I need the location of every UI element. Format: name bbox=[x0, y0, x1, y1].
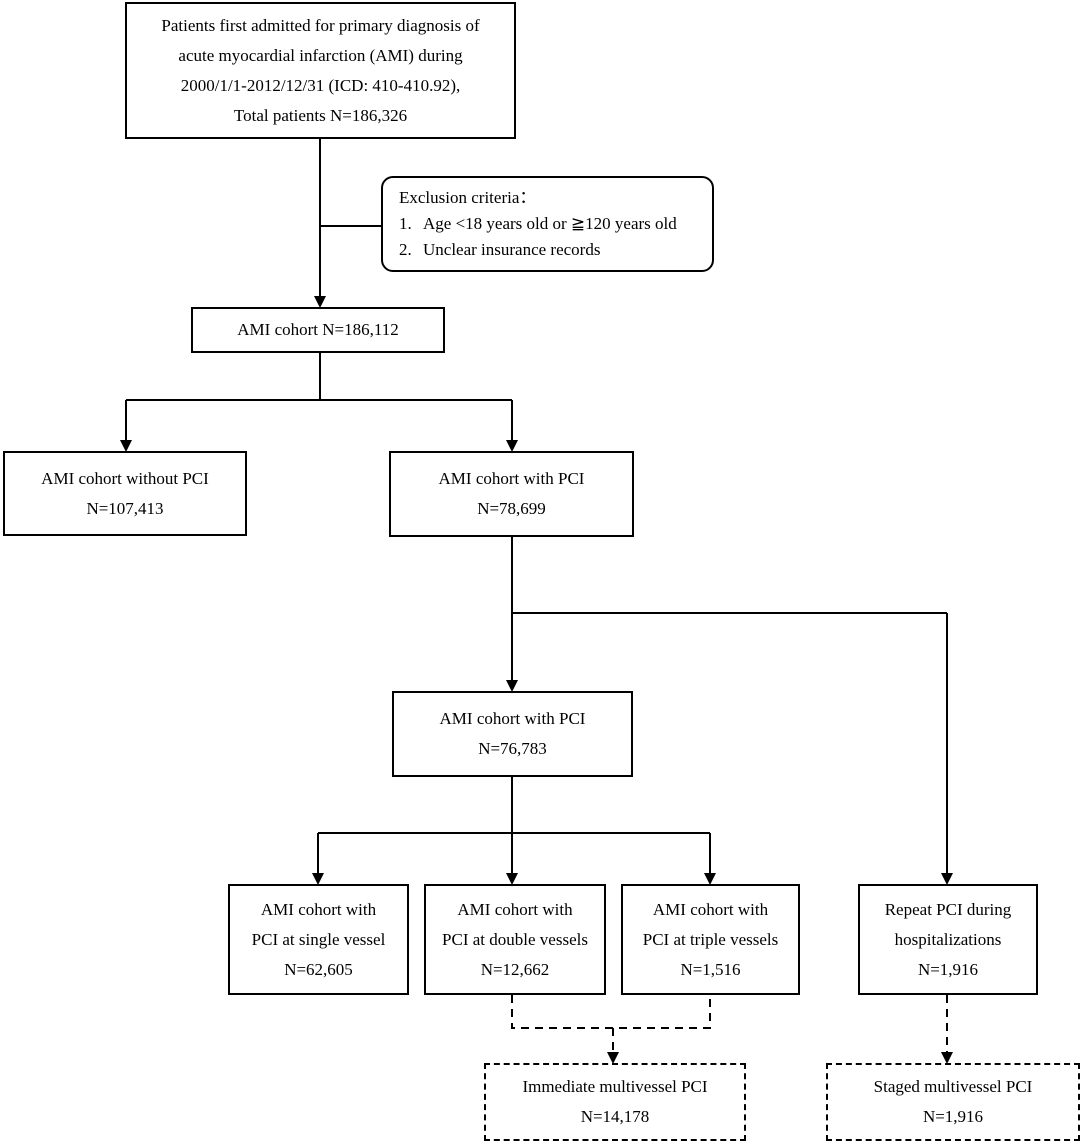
without-pci-line-1: AMI cohort without PCI bbox=[41, 468, 209, 488]
exclusion-item-1-num: 1. bbox=[399, 214, 412, 233]
box-triple-vessels: AMI cohort with PCI at triple vessels N=… bbox=[621, 884, 800, 995]
initial-line-1: Patients first admitted for primary diag… bbox=[161, 15, 480, 35]
with-pci-2-line-2: N=76,783 bbox=[478, 739, 547, 758]
box-ami-cohort: AMI cohort N=186,112 bbox=[191, 307, 445, 353]
triple-vessels-line-1: AMI cohort with bbox=[652, 899, 769, 919]
without-pci-line-2: N=107,413 bbox=[86, 498, 164, 518]
box-single-vessel: AMI cohort with PCI at single vessel N=6… bbox=[228, 884, 409, 995]
exclusion-item-2: 2. Unclear insurance records bbox=[399, 237, 600, 263]
repeat-pci-line-2: hospitalizations bbox=[894, 929, 1002, 949]
box-repeat-pci: Repeat PCI during hospitalizations N=1,9… bbox=[858, 884, 1038, 995]
double-vessels-line-2: PCI at double vessels bbox=[442, 929, 588, 949]
single-vessel-line-2: PCI at single vessel bbox=[251, 929, 386, 949]
connector-double-dashed bbox=[511, 995, 711, 1029]
initial-line-4: Total patients N=186,326 bbox=[233, 105, 408, 125]
with-pci-1-line-1: AMI cohort with PCI bbox=[438, 469, 585, 488]
exclusion-item-1-text: Age <18 years old or ≧120 years old bbox=[423, 214, 677, 233]
with-pci-1-line-2: N=78,699 bbox=[477, 499, 546, 518]
box-with-pci-76783: AMI cohort with PCI N=76,783 bbox=[392, 691, 633, 777]
staged-line-1: Staged multivessel PCI bbox=[873, 1077, 1033, 1096]
initial-line-2: acute myocardial infarction (AMI) during bbox=[178, 45, 463, 65]
staged-line-2: N=1,916 bbox=[922, 1107, 984, 1126]
immediate-line-1: Immediate multivessel PCI bbox=[522, 1077, 708, 1096]
triple-vessels-line-3: N=1,516 bbox=[680, 959, 741, 979]
box-with-pci-78699: AMI cohort with PCI N=78,699 bbox=[389, 451, 634, 537]
exclusion-item-2-text: Unclear insurance records bbox=[423, 240, 601, 259]
box-immediate-multivessel-pci: Immediate multivessel PCI N=14,178 bbox=[484, 1063, 746, 1141]
immediate-line-2: N=14,178 bbox=[580, 1107, 650, 1126]
single-vessel-line-3: N=62,605 bbox=[284, 959, 353, 979]
double-vessels-line-1: AMI cohort with bbox=[457, 899, 573, 919]
double-vessels-line-3: N=12,662 bbox=[480, 959, 550, 979]
box-exclusion-criteria: Exclusion criteria： 1. Age <18 years old … bbox=[381, 176, 714, 272]
triple-vessels-line-2: PCI at triple vessels bbox=[642, 929, 779, 949]
repeat-pci-line-3: N=1,916 bbox=[917, 959, 979, 979]
box-without-pci: AMI cohort without PCI N=107,413 bbox=[3, 451, 247, 536]
single-vessel-line-1: AMI cohort with bbox=[260, 899, 377, 919]
ami-cohort-label: AMI cohort N=186,112 bbox=[237, 320, 399, 339]
initial-line-3: 2000/1/1-2012/12/31 (ICD: 410-410.92), bbox=[180, 75, 461, 95]
with-pci-2-line-1: AMI cohort with PCI bbox=[439, 709, 586, 728]
repeat-pci-line-1: Repeat PCI during bbox=[884, 899, 1012, 919]
exclusion-title: Exclusion criteria： bbox=[399, 188, 537, 207]
exclusion-item-2-num: 2. bbox=[399, 240, 412, 259]
box-initial-patients: Patients first admitted for primary diag… bbox=[125, 2, 516, 139]
exclusion-item-1: 1. Age <18 years old or ≧120 years old bbox=[399, 211, 677, 237]
box-staged-multivessel-pci: Staged multivessel PCI N=1,916 bbox=[826, 1063, 1080, 1141]
box-double-vessels: AMI cohort with PCI at double vessels N=… bbox=[424, 884, 606, 995]
